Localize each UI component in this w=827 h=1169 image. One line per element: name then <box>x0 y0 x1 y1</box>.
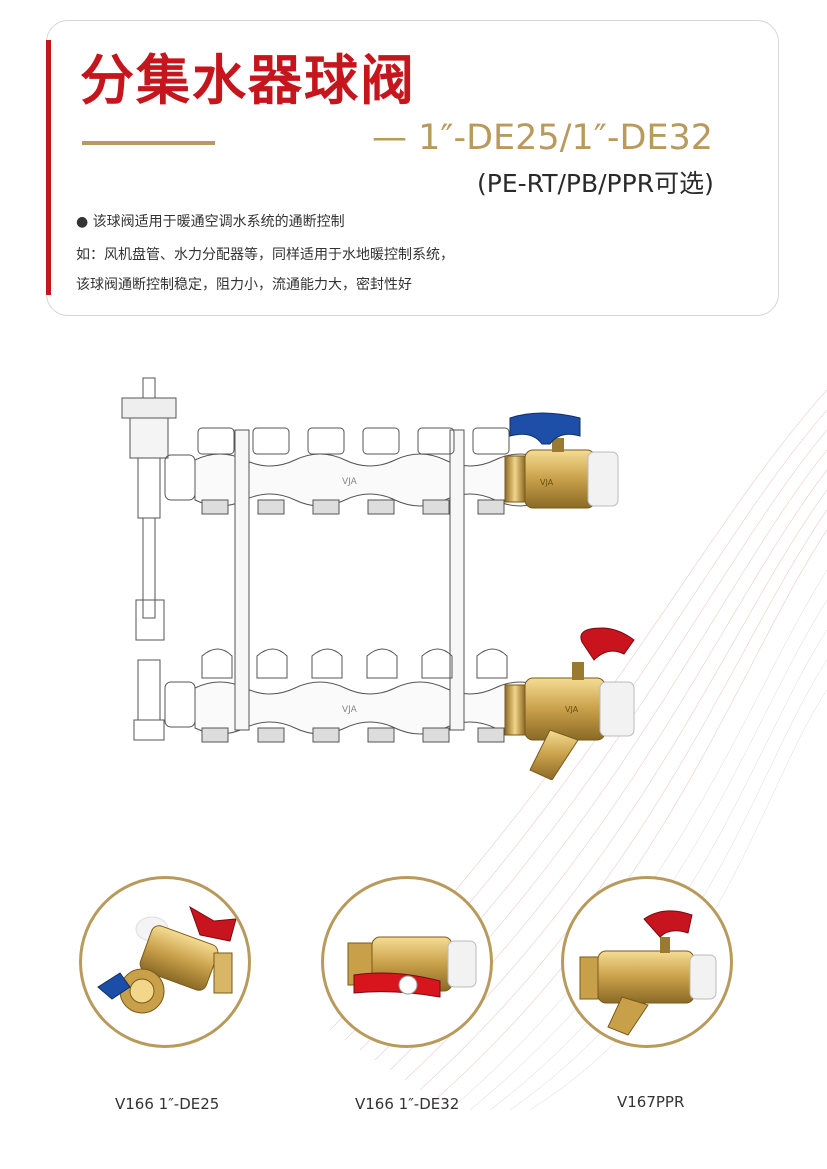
manifold-engraving-bottom: VJA <box>342 705 358 715</box>
bottom-strainer-valve: VJA <box>504 627 635 780</box>
description-line-1: ● 该球阀适用于暖通空调水系统的通断控制 <box>76 214 345 230</box>
bottom-valve-engraving: VJA <box>565 705 579 714</box>
red-accent-bar <box>46 40 51 295</box>
manifold-engraving-top: VJA <box>342 477 358 487</box>
spec-sizes: — 1″-DE25/1″-DE32 <box>372 118 714 158</box>
gold-divider <box>82 141 215 145</box>
header-card <box>46 20 779 316</box>
spec-materials: (PE-RT/PB/PPR可选) <box>477 169 714 198</box>
caption-v166-de25: V166 1″-DE25 <box>115 1095 220 1113</box>
page-title: 分集水器球阀 <box>80 48 416 112</box>
description-line-2: 如：风机盘管、水力分配器等，同样适用于水地暖控制系统， <box>76 247 454 263</box>
top-valve-engraving: VJA <box>540 478 554 487</box>
caption-v166-de32: V166 1″-DE32 <box>355 1095 460 1113</box>
product-thumb-v166-de25 <box>79 876 251 1048</box>
product-thumb-v167ppr <box>561 876 733 1048</box>
top-ball-valve: VJA <box>504 412 619 509</box>
caption-v167ppr: V167PPR <box>617 1093 685 1111</box>
product-thumb-v166-de32 <box>321 876 493 1048</box>
manifold-illustration: VJA VJA VJA VJA <box>121 377 635 780</box>
description-line-3: 该球阀通断控制稳定，阻力小，流通能力大，密封性好 <box>76 277 412 293</box>
